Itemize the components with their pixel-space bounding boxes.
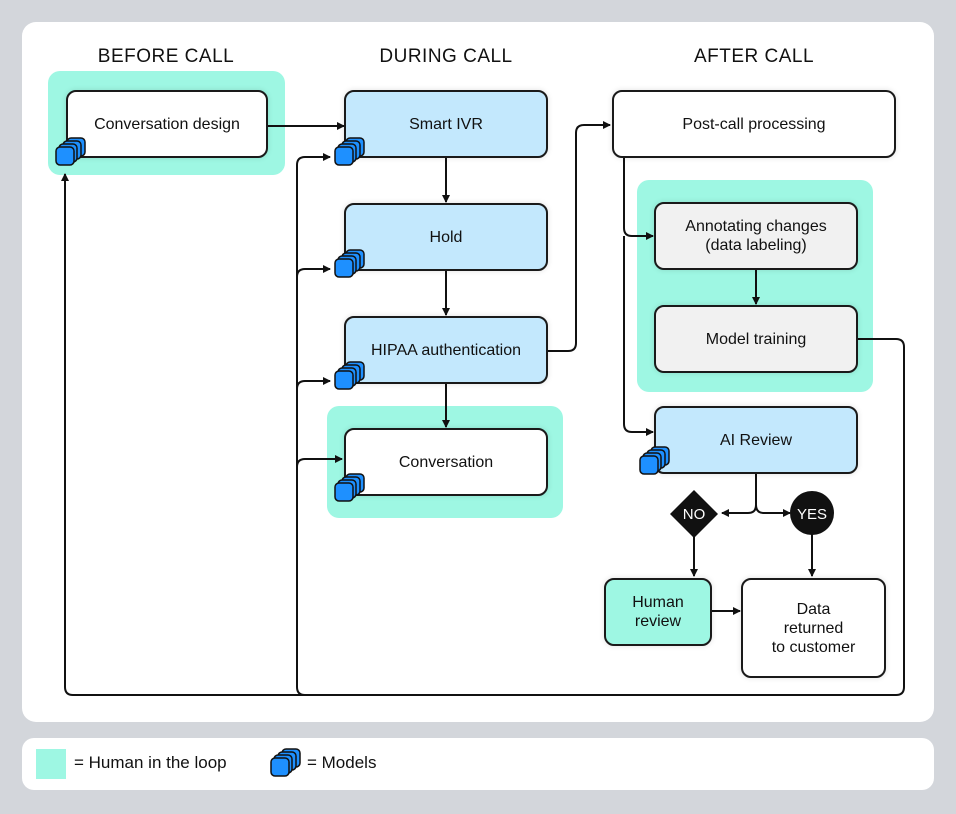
node-label-line3: to customer — [771, 638, 856, 656]
edge-aireview-split — [721, 473, 757, 517]
node-annotating-changes[interactable]: Annotating changes (data labeling) — [654, 202, 858, 270]
edge-aireview-yes — [755, 504, 791, 517]
node-smart-ivr[interactable]: Smart IVR — [344, 90, 548, 158]
models-icon — [639, 446, 670, 475]
edge-loop-to-ivr — [296, 153, 331, 687]
header-after-call: AFTER CALL — [693, 46, 815, 67]
node-ai-review[interactable]: AI Review — [654, 406, 858, 474]
edge-hipaa-to-postcall — [548, 121, 611, 352]
node-human-review[interactable]: Human review — [604, 578, 712, 646]
header-during-call: DURING CALL — [379, 46, 513, 67]
node-label: AI Review — [719, 431, 793, 449]
edge-loop-to-design — [61, 173, 305, 696]
decision-yes-label: YES — [797, 506, 827, 523]
edge-loop-to-hold — [296, 265, 331, 278]
models-icon — [334, 249, 365, 278]
node-hipaa-authentication[interactable]: HIPAA authentication — [344, 316, 548, 384]
node-label: Conversation design — [94, 115, 240, 133]
decision-no-label: NO — [683, 506, 706, 523]
node-label: Conversation — [398, 453, 494, 471]
models-icon — [55, 137, 86, 166]
legend-models-icon — [270, 748, 301, 777]
node-label-line2: (data labeling) — [705, 237, 807, 254]
node-model-training[interactable]: Model training — [654, 305, 858, 373]
node-label: Hold — [429, 228, 463, 246]
node-label-line1: Human — [632, 594, 684, 611]
node-hold[interactable]: Hold — [344, 203, 548, 271]
node-conversation[interactable]: Conversation — [344, 428, 548, 496]
models-icon — [334, 137, 365, 166]
edge-loop-to-hipaa — [296, 377, 331, 390]
node-label: Post-call processing — [682, 115, 826, 133]
node-label: HIPAA authentication — [370, 341, 522, 359]
edge-postcall-to-annotating — [623, 158, 654, 240]
edge-training-loop — [296, 338, 905, 696]
edge-postcall-to-aireview — [623, 236, 654, 436]
node-label: Model training — [705, 330, 807, 348]
node-conversation-design[interactable]: Conversation design — [66, 90, 268, 158]
node-label-line2: review — [634, 613, 682, 630]
edge-loop-to-conversation — [296, 455, 343, 468]
legend-models-label: = Models — [307, 753, 377, 772]
node-data-returned[interactable]: Data returned to customer — [741, 578, 886, 678]
node-label-line1: Data — [796, 600, 831, 618]
decision-yes-circle — [790, 491, 834, 535]
node-post-call-processing[interactable]: Post-call processing — [612, 90, 896, 158]
legend-human-swatch — [36, 749, 66, 779]
models-icon — [334, 473, 365, 502]
header-before-call: BEFORE CALL — [97, 46, 235, 67]
node-label-line1: Annotating changes — [685, 218, 827, 235]
node-label: Smart IVR — [409, 115, 483, 133]
node-label-line2: returned — [783, 619, 844, 637]
models-icon — [334, 361, 365, 390]
legend-panel — [22, 738, 934, 790]
decision-no-diamond — [670, 490, 718, 538]
legend-human-label: = Human in the loop — [74, 753, 227, 772]
